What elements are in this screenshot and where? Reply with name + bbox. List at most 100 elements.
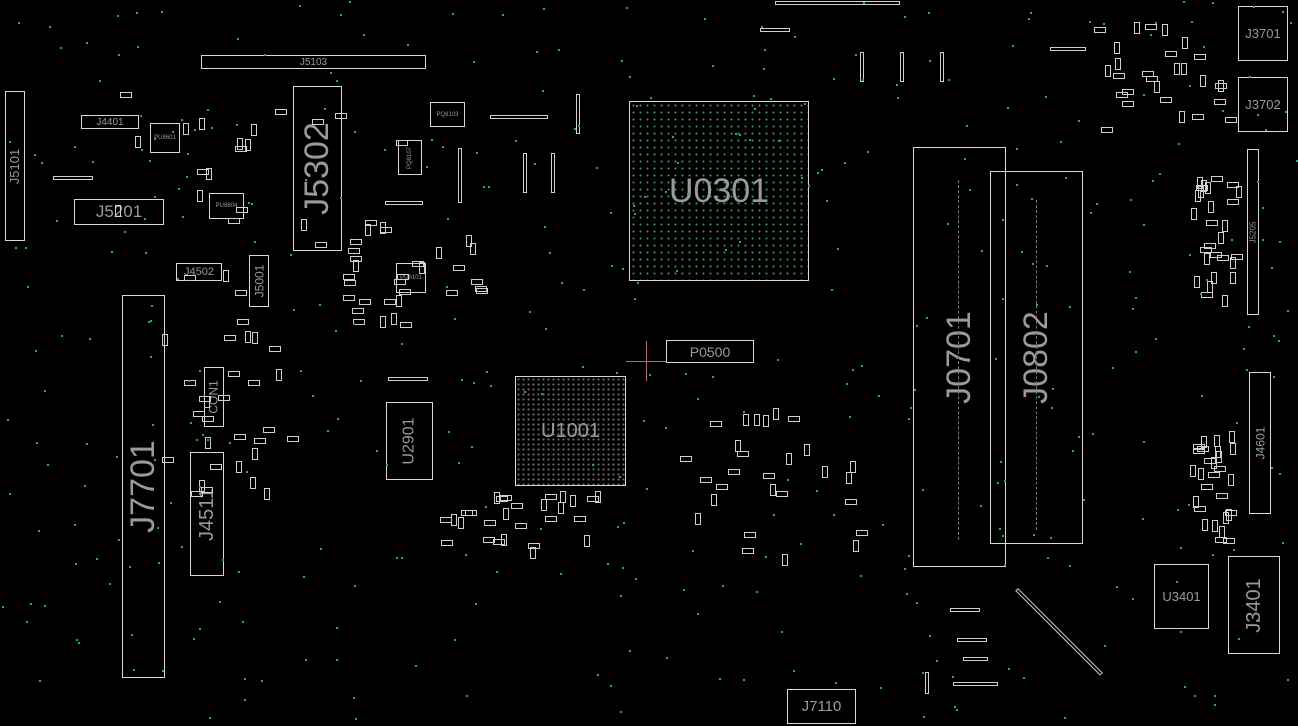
via — [1278, 339, 1281, 342]
component-J4601[interactable]: J4601 — [1249, 372, 1271, 514]
component-J5302[interactable]: J5302 — [293, 86, 342, 251]
via — [1129, 270, 1132, 273]
label: J7701 — [124, 440, 163, 533]
component-J3401[interactable]: J3401 — [1228, 556, 1280, 654]
via — [1212, 1, 1215, 4]
component-J4401[interactable]: J4401 — [81, 115, 139, 129]
smd-pad — [1093, 26, 1106, 33]
via — [860, 574, 863, 577]
smd-pad — [335, 112, 348, 119]
component-J3702[interactable]: J3702 — [1238, 77, 1288, 132]
smd-pad — [353, 319, 366, 326]
via — [329, 71, 332, 74]
smd-pad — [1224, 509, 1237, 516]
label: PQ8107 — [407, 146, 413, 169]
smd-pad — [209, 464, 222, 471]
connector-pad — [551, 153, 555, 193]
via — [320, 547, 323, 550]
via — [622, 268, 625, 271]
via — [193, 129, 196, 132]
via — [541, 89, 544, 92]
via — [108, 583, 111, 586]
component-PU8604[interactable]: PU8604 — [209, 193, 244, 219]
label: U2901 — [400, 417, 418, 465]
via — [221, 559, 224, 562]
component-J0802[interactable]: J0802 — [990, 171, 1083, 544]
component-J5001[interactable]: J5001 — [249, 255, 269, 307]
smd-pad — [182, 122, 189, 135]
smd-pad — [192, 410, 205, 417]
smd-pad — [390, 313, 397, 326]
smd-pad — [466, 234, 473, 247]
smd-pad — [269, 345, 282, 352]
via — [1177, 509, 1180, 512]
component-PU8601[interactable]: PU8601 — [150, 123, 180, 153]
via — [1257, 113, 1260, 116]
component-U1001[interactable]: U1001 — [515, 376, 626, 486]
component-P0500[interactable]: P0500 — [666, 340, 754, 363]
via — [1290, 22, 1293, 25]
via — [235, 123, 238, 126]
via — [1002, 534, 1005, 537]
via — [620, 595, 623, 598]
via — [484, 505, 487, 508]
component-J5101[interactable]: J5101 — [5, 91, 25, 241]
component-U3401[interactable]: U3401 — [1154, 564, 1209, 629]
smd-pad — [1210, 272, 1217, 285]
component-J5201[interactable]: J5201 — [74, 199, 164, 225]
via — [1176, 581, 1179, 584]
component-J4502[interactable]: J4502 — [176, 263, 222, 281]
component-J5205[interactable]: J5205 — [1247, 149, 1259, 315]
via — [1142, 517, 1145, 520]
via — [187, 379, 190, 382]
via — [896, 84, 899, 87]
via — [849, 415, 852, 418]
via — [414, 664, 417, 667]
smd-pad — [1198, 186, 1205, 199]
connector-pad — [925, 672, 929, 694]
smd-pad — [1182, 36, 1189, 49]
via — [244, 699, 247, 702]
component-J5103[interactable]: J5103 — [201, 55, 426, 69]
via — [804, 103, 807, 106]
smd-pad — [247, 380, 260, 387]
component-J7701[interactable]: J7701 — [122, 295, 165, 678]
smd-pad — [1194, 505, 1207, 512]
smd-pad — [1200, 246, 1213, 253]
smd-pad — [1201, 519, 1208, 532]
component-U2901[interactable]: U2901 — [386, 402, 433, 480]
smd-pad — [727, 469, 740, 476]
label: U1001 — [541, 419, 600, 442]
via — [300, 369, 303, 372]
via — [1033, 534, 1036, 537]
component-PQ8103[interactable]: PQ8103 — [430, 102, 465, 127]
via — [1063, 716, 1066, 719]
smd-pad — [1230, 272, 1237, 285]
component-PQ8107[interactable]: PQ8107 — [398, 140, 422, 175]
component-J4511[interactable]: J4511 — [190, 452, 224, 576]
component-U0301[interactable]: U0301 — [629, 101, 809, 281]
component-J7110[interactable]: J7110 — [787, 689, 856, 724]
smd-pad — [1196, 176, 1203, 189]
via — [635, 105, 638, 108]
via — [772, 514, 775, 517]
via — [1287, 310, 1289, 313]
via — [610, 212, 613, 215]
via — [742, 411, 745, 414]
component-J3701[interactable]: J3701 — [1238, 6, 1288, 61]
via — [148, 321, 151, 324]
smd-pad — [347, 247, 360, 254]
smd-pad — [573, 515, 586, 522]
via — [1270, 266, 1273, 269]
smd-pad — [1218, 79, 1225, 92]
via — [903, 15, 906, 18]
via — [922, 489, 925, 492]
smd-pad — [1213, 99, 1226, 106]
via — [1132, 308, 1135, 311]
via — [137, 45, 140, 48]
smd-pad — [1212, 519, 1219, 532]
smd-pad — [465, 509, 477, 516]
smd-pad — [850, 461, 857, 474]
component-J0701[interactable]: J0701 — [913, 147, 1006, 567]
